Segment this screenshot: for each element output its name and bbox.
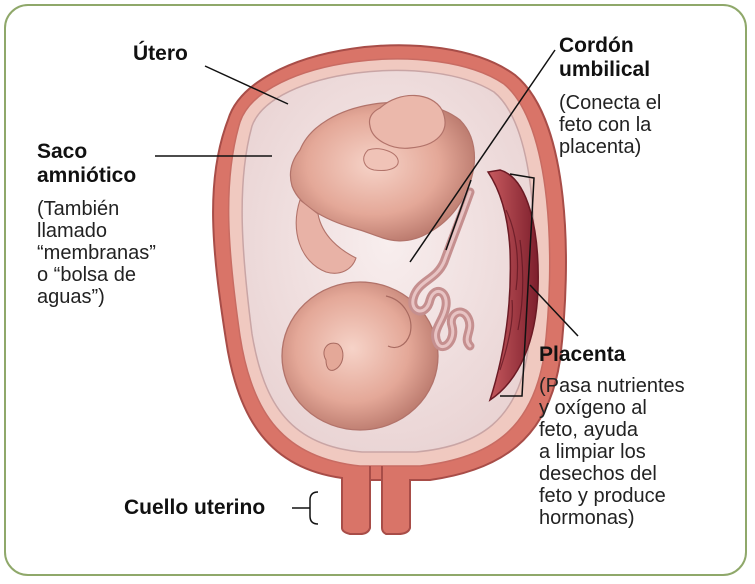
label-placenta-title: Placenta — [539, 343, 685, 367]
label-cordon-title-2: umbilical — [559, 58, 661, 82]
label-cordon-desc-3: placenta) — [559, 136, 661, 158]
label-saco-desc-4: o “bolsa de — [37, 264, 156, 286]
label-cuello: Cuello uterino — [124, 496, 265, 520]
label-placenta-desc-6: feto y produce — [539, 485, 685, 507]
label-placenta-group: Placenta (Pasa nutrientes y oxígeno al f… — [539, 343, 685, 529]
label-cordon-desc-2: feto con la — [559, 114, 661, 136]
label-saco-desc-1: (También — [37, 198, 156, 220]
label-saco-title-1: Saco — [37, 140, 156, 164]
label-cordon-title-1: Cordón — [559, 34, 661, 58]
label-placenta-desc-2: y oxígeno al — [539, 397, 685, 419]
label-saco-desc-5: aguas”) — [37, 286, 156, 308]
label-cordon-desc-1: (Conecta el — [559, 92, 661, 114]
cuello-leader — [292, 492, 318, 524]
label-placenta-desc-1: (Pasa nutrientes — [539, 375, 685, 397]
label-saco-group: Saco amniótico (También llamado “membran… — [37, 140, 156, 308]
label-placenta-desc-7: hormonas) — [539, 507, 685, 529]
label-utero: Útero — [133, 42, 188, 66]
label-placenta-desc-5: desechos del — [539, 463, 685, 485]
label-placenta-desc-3: feto, ayuda — [539, 419, 685, 441]
label-placenta-desc-4: a limpiar los — [539, 441, 685, 463]
label-saco-desc-2: llamado — [37, 220, 156, 242]
label-saco-desc-3: “membranas” — [37, 242, 156, 264]
label-saco-title-2: amniótico — [37, 164, 156, 188]
label-cordon-group: Cordón umbilical (Conecta el feto con la… — [559, 34, 661, 158]
